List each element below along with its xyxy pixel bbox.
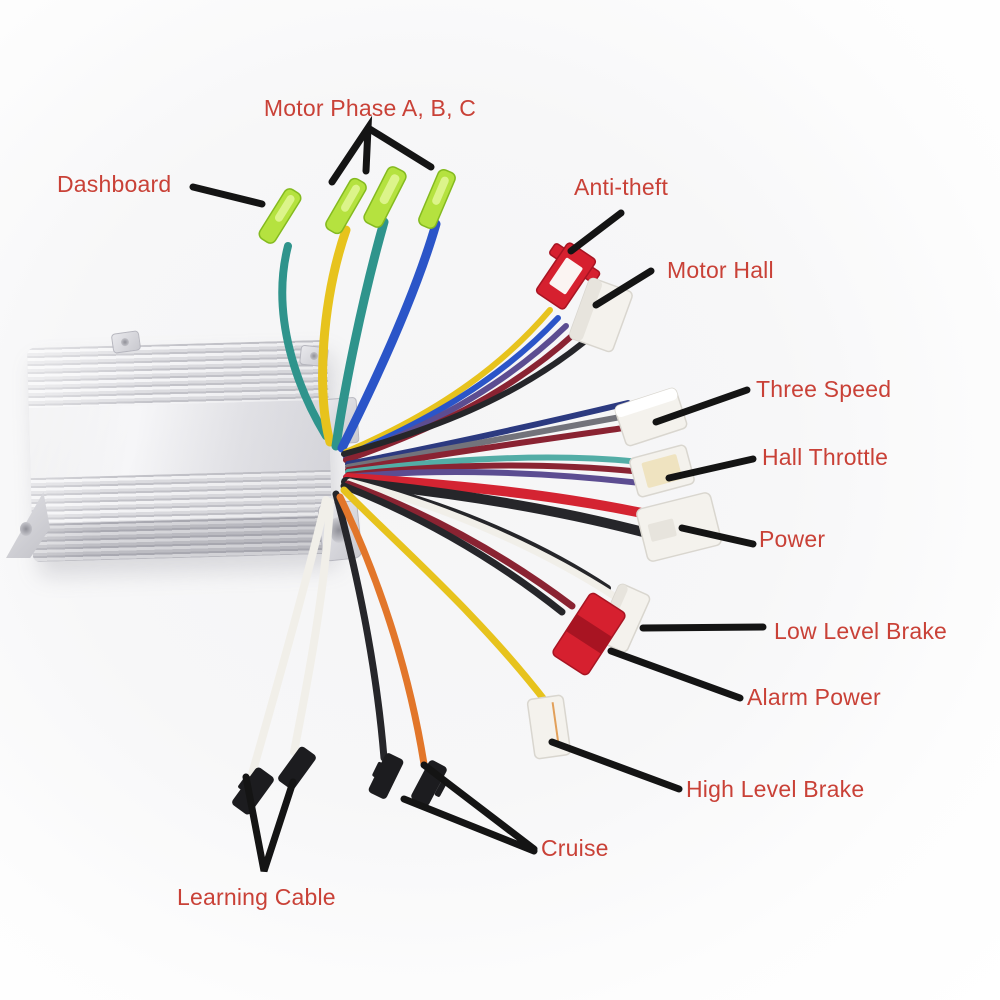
motor-phase-b-connector [363, 166, 407, 228]
motor-hall-pointer-line [592, 267, 655, 309]
label-learning-cable: Learning Cable [177, 884, 336, 910]
high-level-brake-pointer-line [548, 738, 683, 793]
cruise-wire-orange [336, 493, 428, 768]
low-level-brake-pointer-line [639, 623, 767, 632]
learning-cable-connector-right [278, 746, 316, 790]
motor-hall-connector [569, 277, 633, 353]
hall-throttle-pointer-line [665, 455, 757, 482]
label-alarm-power: Alarm Power [747, 684, 881, 710]
power-wire-black [341, 477, 663, 541]
learning-cable-wire-white-right [290, 498, 334, 756]
low-level-brake-wire-white [346, 478, 618, 600]
wires [248, 217, 663, 778]
power-wire-red [343, 473, 661, 521]
dashboard-connector [258, 188, 302, 244]
label-hall-throttle: Hall Throttle [762, 444, 889, 470]
alarm-power-wire-black [340, 482, 566, 616]
alarm-power-connector [552, 592, 626, 676]
label-power: Power [759, 526, 826, 552]
dashboard-wire [278, 242, 330, 440]
label-motor-phase: Motor Phase A, B, C [263, 95, 477, 121]
high-level-brake-wire-yellow [340, 486, 550, 706]
label-three-speed: Three Speed [756, 376, 892, 402]
learning-cable-wire-white-left [248, 496, 330, 778]
motor-phase-pointer-lines [328, 115, 435, 186]
label-low-level-brake: Low Level Brake [774, 618, 948, 644]
label-motor-hall: Motor Hall [667, 257, 774, 283]
three-speed-pointer-line [652, 386, 751, 426]
motor-hall-wire-black [341, 339, 587, 457]
learning-cable-pointer-lines [242, 773, 297, 873]
harness-wire-yellow [343, 307, 553, 455]
hall-throttle-wire-purple [343, 469, 643, 486]
hall-throttle-wire-cyan [345, 454, 643, 475]
cruise-pointer-lines [400, 761, 538, 855]
three-speed-wire-navy [345, 400, 631, 467]
mount-bracket-hole [20, 522, 32, 536]
three-speed-wire-gray [345, 413, 629, 470]
power-pointer-line [678, 524, 757, 548]
motor-phase-c-wire [337, 219, 441, 453]
hall-throttle-connector [629, 444, 695, 498]
connectors [232, 166, 722, 815]
motor-phase-a-connector [325, 177, 367, 235]
three-speed-connector [614, 387, 688, 447]
dashboard-pointer-line [189, 183, 266, 208]
anti-theft-pointer-line [567, 209, 625, 255]
cruise-connector-left [368, 753, 404, 799]
motor-phase-a-wire [318, 225, 351, 447]
label-high-level-brake: High Level Brake [686, 776, 865, 802]
label-anti-theft: Anti-theft [574, 174, 669, 200]
anti-theft-connector [535, 242, 601, 310]
pointer-lines [189, 115, 767, 873]
motor-phase-b-wire [331, 217, 389, 451]
cruise-wire-black [332, 490, 388, 762]
three-speed-wire-maroon [345, 425, 627, 473]
alarm-power-wire-maroon [344, 480, 576, 610]
alarm-power-pointer-line [607, 647, 744, 702]
label-dashboard: Dashboard [57, 171, 172, 197]
motor-phase-c-connector [418, 168, 456, 230]
label-cruise: Cruise [541, 835, 609, 861]
